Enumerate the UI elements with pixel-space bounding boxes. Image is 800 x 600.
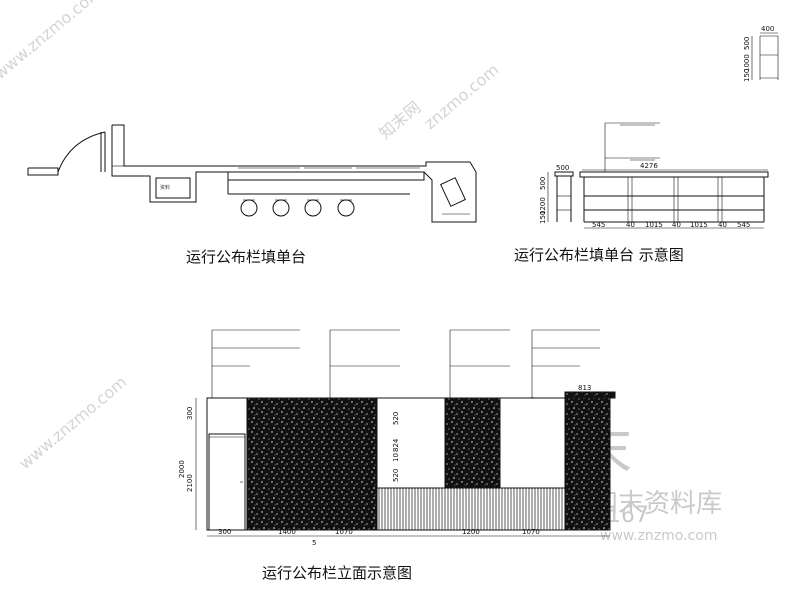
- elev-bottom-extra: 5: [312, 539, 316, 547]
- elev-bottom-dim-3: 1070: [335, 528, 353, 536]
- schematic-bottom-dim-3: 1015: [645, 221, 663, 229]
- watermark-brand-net: 知末网: [375, 98, 424, 143]
- elev-left-dim-1: 300: [186, 407, 194, 420]
- schematic-total-width: 4276: [640, 162, 658, 170]
- watermark-library: 知末资料库: [592, 489, 722, 519]
- elevation-view: 520 824 10 520 300 2000 2100 813 300 140…: [178, 329, 616, 547]
- elev-bottom-dim-1: 300: [218, 528, 231, 536]
- elev-left-dim-2: 2000: [178, 460, 186, 478]
- elev-left-dim-3: 2100: [186, 474, 194, 492]
- caption-elevation: 运行公布栏立面示意图: [262, 564, 412, 582]
- elev-bottom-dim-2: 1400: [278, 528, 296, 536]
- schematic-bottom-dim-2: 40: [626, 221, 635, 229]
- schematic-left-dim-2: 150: [539, 211, 547, 224]
- schematic-bottom-dim-7: 545: [737, 221, 750, 229]
- schematic-side-top: 500: [556, 164, 569, 172]
- plan-tag: 资料: [160, 184, 170, 191]
- schematic-bottom-dim-4: 40: [672, 221, 681, 229]
- section-dim-1: 500: [743, 37, 751, 50]
- elev-bottom-dim-4: 1200: [462, 528, 480, 536]
- watermark-diagonal-b: znzmo.com: [420, 60, 502, 133]
- section-top-dim: 400: [761, 25, 774, 33]
- schematic-left-dim-1: 1200: [539, 197, 547, 215]
- schematic-view: 4276 500 1200 150 500 545 40 1015 40 101…: [539, 122, 769, 229]
- elev-mid-dim-4: 520: [392, 469, 400, 482]
- plan-view: 资料: [27, 124, 477, 223]
- watermark-url: www.znzmo.com: [600, 528, 717, 544]
- watermark-site: www.znzmo.com: [15, 372, 130, 473]
- watermark-diagonal-a: www.znzmo.com: [0, 0, 105, 83]
- section-detail: 400 500 1000 150: [743, 25, 779, 82]
- elev-mid-dim-3: 10: [392, 453, 400, 462]
- schematic-bottom-dim-1: 545: [592, 221, 605, 229]
- elev-mid-dim-2: 824: [392, 438, 400, 452]
- section-dim-2: 1000: [743, 54, 751, 72]
- section-dim-3: 150: [743, 69, 751, 82]
- elev-right-dim: 813: [578, 384, 591, 392]
- elev-bottom-dim-5: 1070: [522, 528, 540, 536]
- caption-plan: 运行公布栏填单台: [186, 248, 306, 266]
- elev-mid-dim-1: 520: [392, 412, 400, 425]
- schematic-bottom-dim-6: 40: [718, 221, 727, 229]
- caption-schematic: 运行公布栏填单台 示意图: [514, 246, 684, 264]
- schematic-bottom-dim-5: 1015: [690, 221, 708, 229]
- schematic-left-dim-0: 500: [539, 177, 547, 190]
